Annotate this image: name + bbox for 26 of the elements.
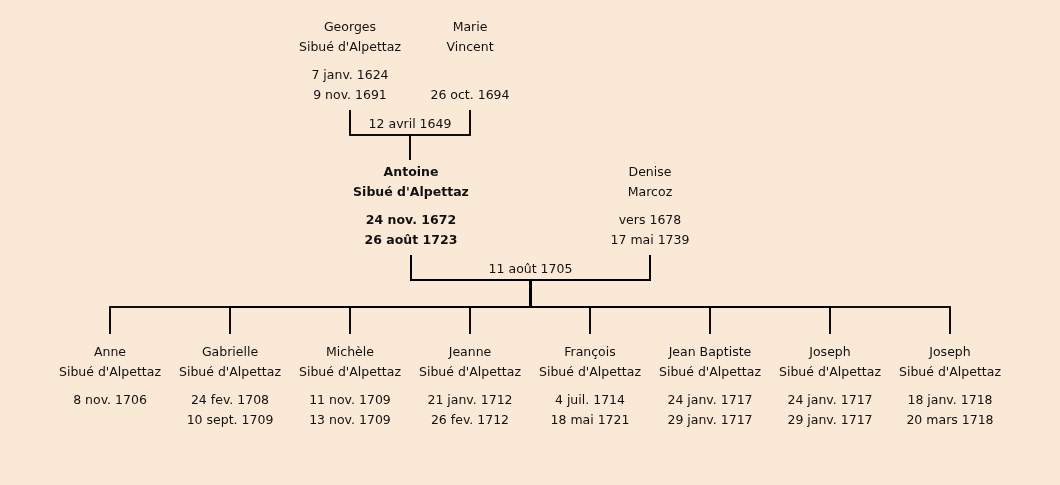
person-name: Denise Marcoz <box>627 163 673 201</box>
person-name: Marie Vincent <box>446 18 494 56</box>
life-dates: 21 janv. 1712 26 fev. 1712 <box>427 391 513 429</box>
person-name: Joseph Sibué d'Alpettaz <box>899 343 1001 381</box>
descent-line <box>529 254 951 335</box>
life-dates: 7 janv. 1624 9 nov. 1691 <box>311 66 389 104</box>
life-dates: 18 janv. 1718 20 mars 1718 <box>906 391 994 429</box>
person-name: Jeanne Sibué d'Alpettaz <box>419 343 521 381</box>
life-dates: 24 fev. 1708 10 sept. 1709 <box>186 391 274 429</box>
person-name: Jean Baptiste Sibué d'Alpettaz <box>659 343 761 381</box>
descent-line <box>409 109 471 161</box>
life-dates: 11 nov. 1709 13 nov. 1709 <box>309 391 391 429</box>
life-dates: 24 janv. 1717 29 janv. 1717 <box>667 391 753 429</box>
person-name: François Sibué d'Alpettaz <box>539 343 641 381</box>
person-name: Georges Sibué d'Alpettaz <box>299 18 401 56</box>
person-name: Anne Sibué d'Alpettaz <box>59 343 161 381</box>
life-dates: 24 janv. 1717 29 janv. 1717 <box>787 391 873 429</box>
person-name: Antoine Sibué d'Alpettaz <box>353 163 469 201</box>
life-dates: 24 nov. 1672 26 août 1723 <box>364 211 458 249</box>
life-dates: 26 oct. 1694 <box>430 86 510 104</box>
person-name: Michèle Sibué d'Alpettaz <box>299 343 401 381</box>
life-dates: 4 juil. 1714 18 mai 1721 <box>550 391 630 429</box>
person-name: Joseph Sibué d'Alpettaz <box>779 343 881 381</box>
life-dates: 8 nov. 1706 <box>73 391 147 409</box>
person-name: Gabrielle Sibué d'Alpettaz <box>179 343 281 381</box>
life-dates: vers 1678 17 mai 1739 <box>610 211 690 249</box>
